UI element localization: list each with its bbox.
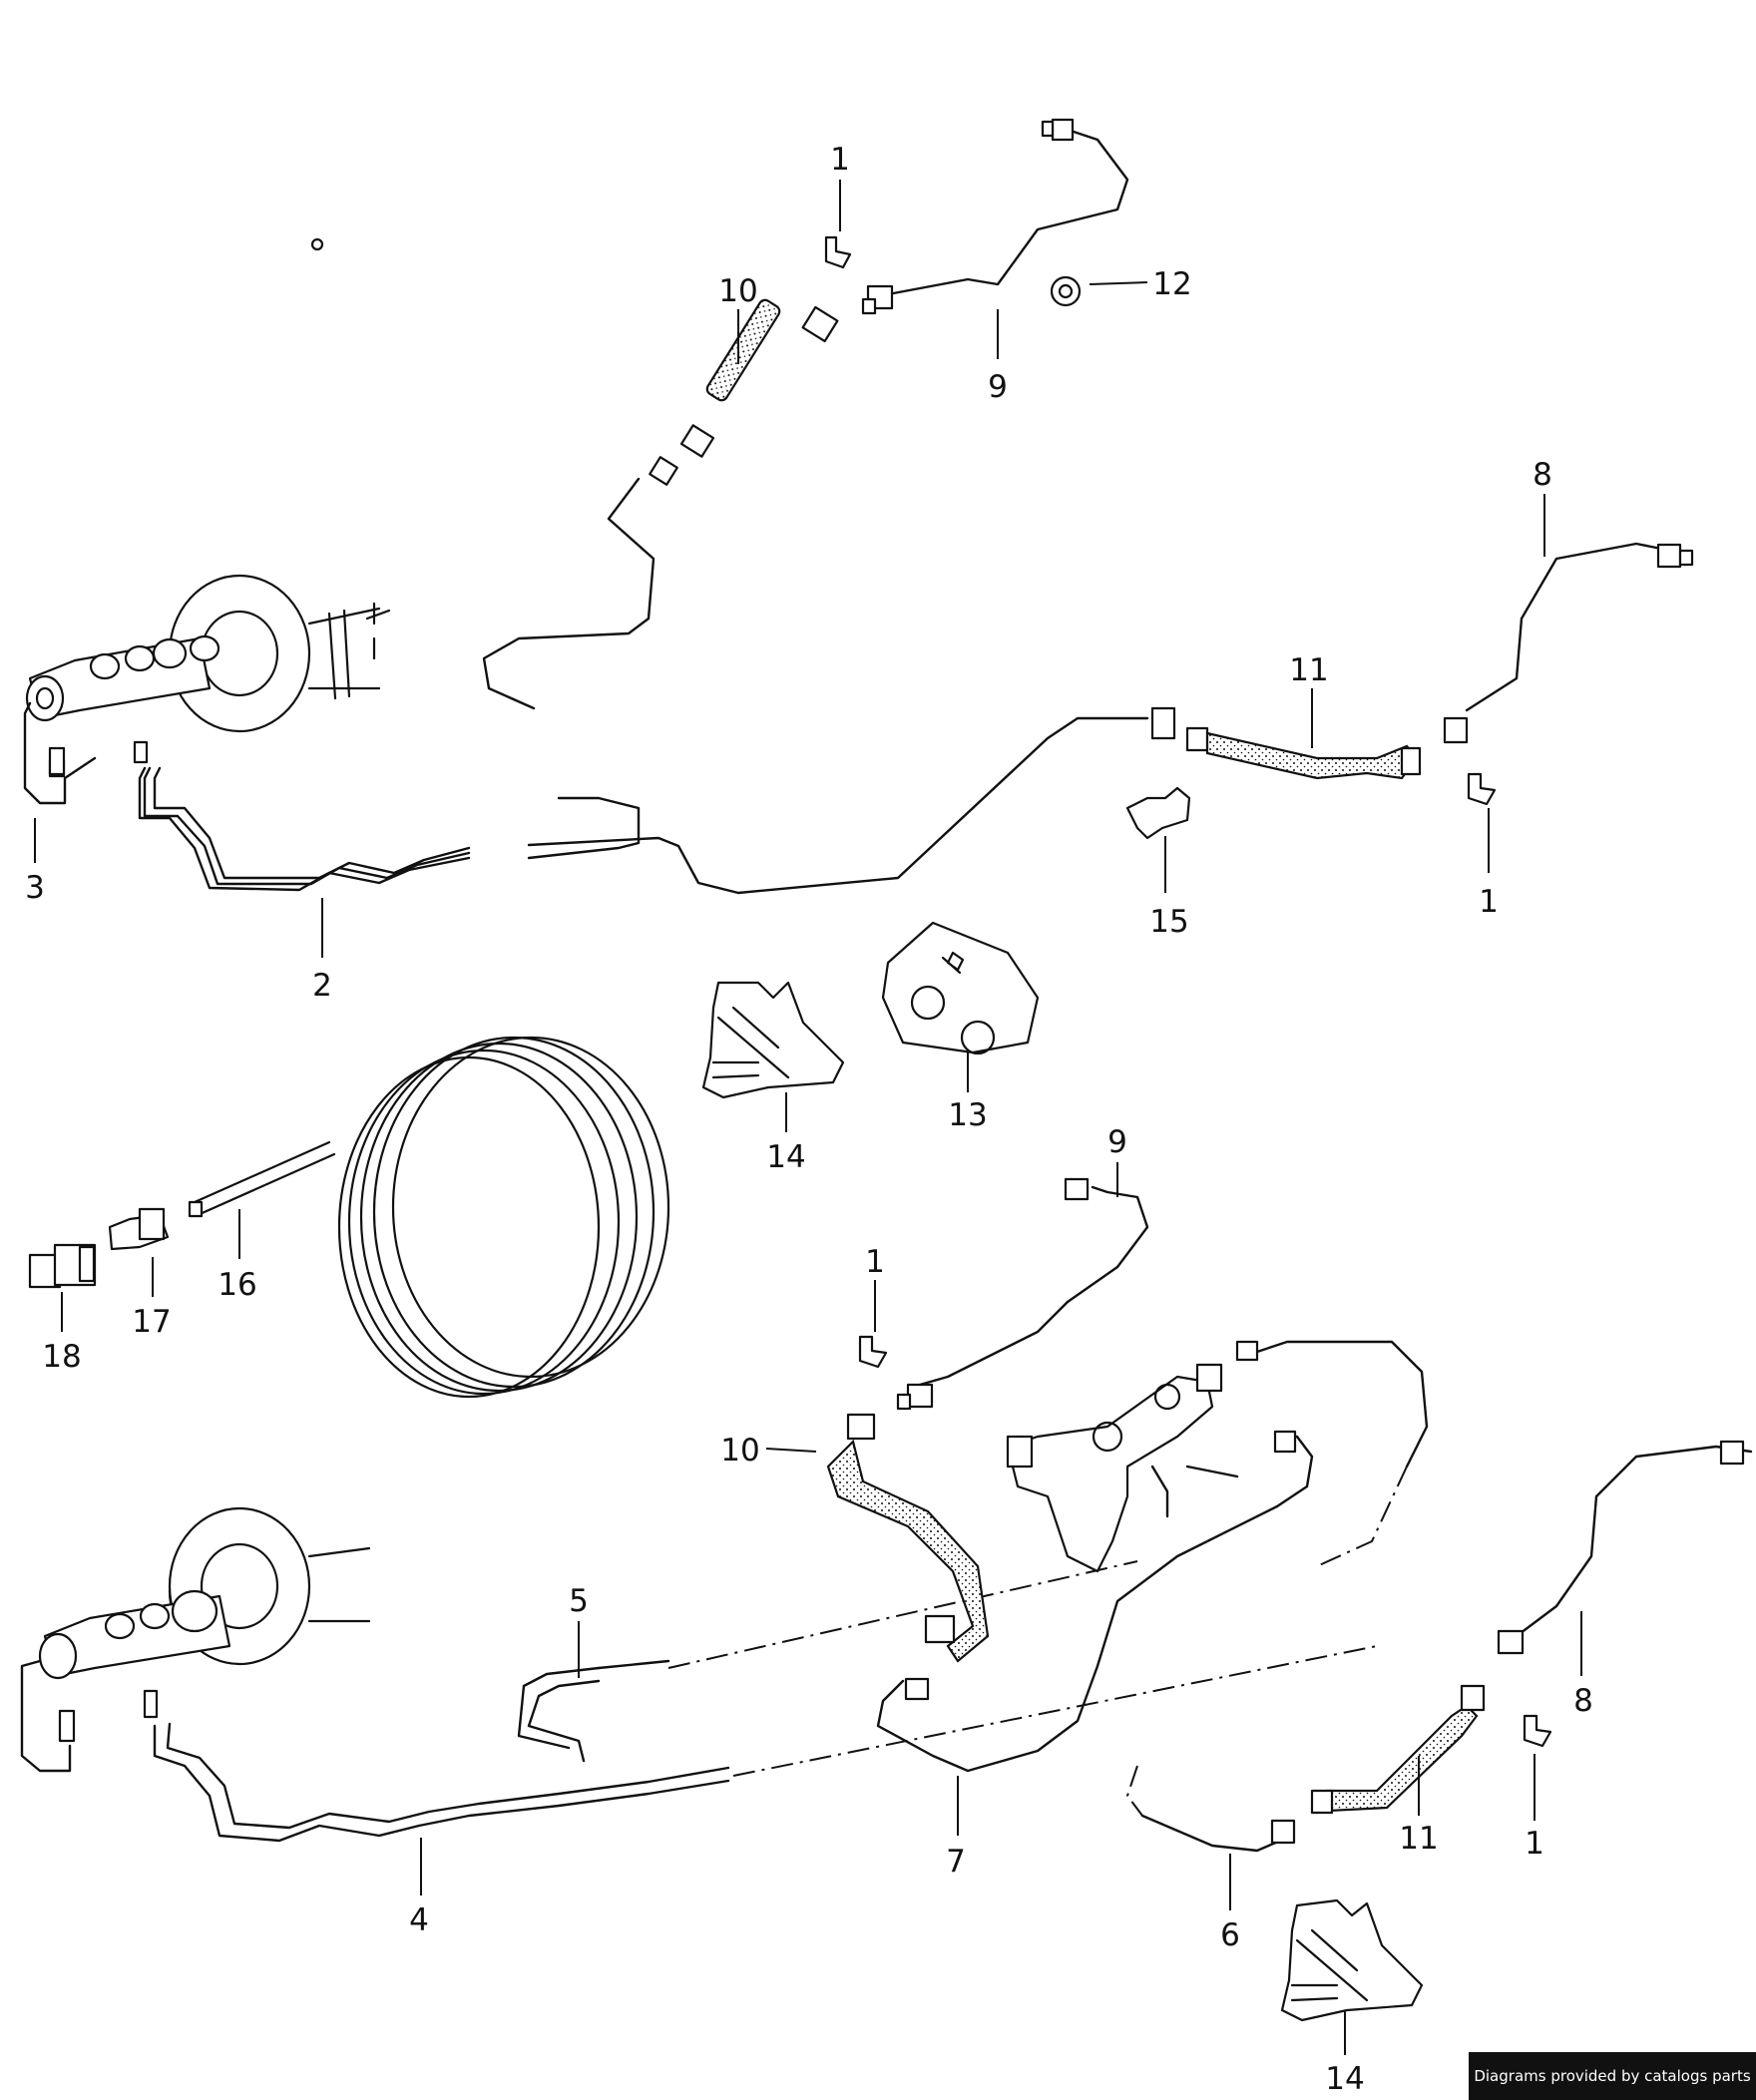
callout-lower-hose: 10 — [720, 1433, 759, 1469]
callout-upper-right-clip: 1 — [1479, 884, 1499, 920]
upper-line-9 — [861, 118, 1129, 315]
clip-13 — [881, 921, 1040, 1055]
callout-lower-clip: 1 — [865, 1244, 885, 1280]
callout-tubing: 16 — [218, 1267, 256, 1303]
callout-numbers-middle: 14 13 16 17 18 — [42, 1097, 987, 1375]
callout-fitting-17: 17 — [132, 1304, 171, 1340]
callout-fitting-18: 18 — [42, 1339, 81, 1375]
callout-lower-line-8: 8 — [1573, 1683, 1593, 1719]
callout-bracket: 15 — [1149, 904, 1188, 940]
callout-connector: 3 — [25, 870, 45, 906]
callout-grommet: 12 — [1152, 266, 1191, 302]
credit-badge: Diagrams provided by catalogs parts — [1469, 2052, 1756, 2100]
callout-lower-main-line: 4 — [409, 1902, 429, 1938]
callout-numbers-lower: 9 1 10 5 8 11 1 4 7 6 14 — [409, 1124, 1593, 2097]
clip-14-upper — [701, 981, 845, 1099]
lower-clips-1 — [858, 1335, 1552, 1748]
fitting-18 — [28, 1243, 97, 1289]
upper-rear-line-10-hose — [482, 298, 839, 710]
upper-right-hose-11-line-8 — [1150, 542, 1694, 780]
callout-lower-hose-11: 11 — [1399, 1821, 1438, 1857]
callout-leaders — [34, 180, 1582, 2055]
callout-upper-hose-11: 11 — [1289, 652, 1328, 688]
callout-numbers-upper: 1 10 9 12 8 11 1 3 2 15 — [25, 142, 1552, 1004]
callout-lower-right-clip: 1 — [1525, 1826, 1544, 1862]
upper-grommet-12 — [1050, 275, 1082, 307]
callout-lower-line-5: 5 — [569, 1583, 589, 1619]
callout-upper-hose: 10 — [718, 273, 757, 309]
lower-line-4-5 — [20, 1560, 1378, 1843]
lower-line-7 — [876, 1430, 1314, 1773]
callout-upper-clip: 1 — [830, 142, 850, 178]
callout-lower-line-6: 6 — [1220, 1917, 1240, 1953]
upper-master-cylinder — [25, 634, 220, 722]
lower-line-9 — [896, 1177, 1149, 1411]
callout-upper-line-8: 8 — [1533, 457, 1552, 493]
lower-master-cylinder — [38, 1589, 231, 1680]
proportioning-valve — [1006, 1363, 1239, 1573]
lower-right-hose-11-line-8 — [1310, 1440, 1753, 1815]
callout-upper-main-line: 2 — [312, 968, 332, 1004]
callout-clip-14-upper: 14 — [766, 1139, 805, 1175]
callout-clip-13: 13 — [948, 1097, 987, 1133]
clip-14-lower — [1280, 1898, 1424, 2022]
callout-lower-line-7: 7 — [946, 1844, 966, 1880]
lower-hose-10 — [826, 1413, 990, 1663]
callout-clip-14-lower: 14 — [1325, 2061, 1364, 2097]
upper-clips-1 — [824, 235, 1497, 806]
upper-main-brake-line-2 — [23, 701, 1149, 895]
upper-connector-3 — [48, 746, 66, 776]
callout-upper-line-9: 9 — [988, 369, 1008, 405]
fitting-17 — [108, 1207, 170, 1251]
bracket-15 — [1125, 786, 1191, 840]
lower-line-6 — [1125, 1340, 1429, 1853]
tubing-coil-16 — [188, 1036, 670, 1399]
callout-lower-line-9: 9 — [1107, 1124, 1127, 1160]
